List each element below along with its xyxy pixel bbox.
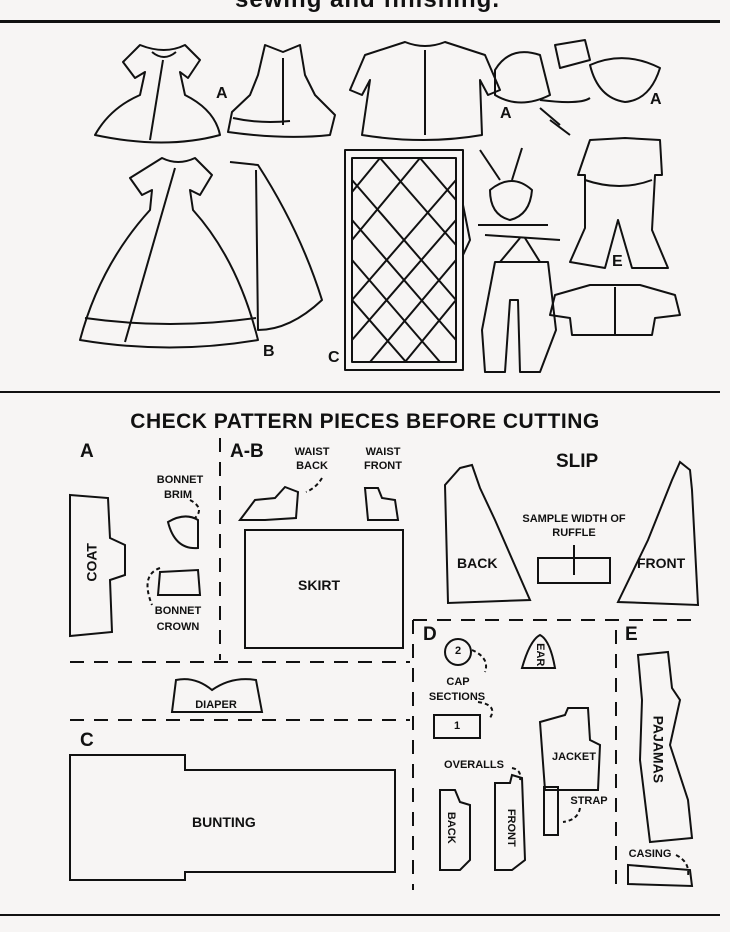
section-d: D xyxy=(423,624,437,645)
garment-illustration: A A A B C E xyxy=(79,39,681,373)
label-coat: COAT xyxy=(83,543,100,582)
section-dividers xyxy=(70,438,700,890)
label-waist-front-2: FRONT xyxy=(364,460,402,472)
header-text: sewing and finishing. xyxy=(235,0,500,14)
label-waist-front-1: WAIST xyxy=(365,446,401,458)
label-cap-1: CAP xyxy=(446,676,470,688)
top-rule xyxy=(0,20,720,23)
slip-top-illustration xyxy=(227,44,336,138)
label-cap-2: SECTIONS xyxy=(428,691,486,703)
label-waist-back-1: WAIST xyxy=(294,446,330,458)
label-ear: EAR xyxy=(533,643,546,667)
label-slip-front: FRONT xyxy=(637,555,686,571)
letter-c: C xyxy=(328,349,340,366)
pieces-title: CHECK PATTERN PIECES BEFORE CUTTING xyxy=(130,410,600,433)
label-pajamas: PAJAMAS xyxy=(650,715,667,784)
coat-illustration xyxy=(349,41,501,141)
letter-e: E xyxy=(612,253,623,270)
middle-rule xyxy=(0,391,720,393)
letter-a-dress: A xyxy=(216,85,228,102)
diaper-piece xyxy=(170,678,264,713)
label-diaper: DIAPER xyxy=(195,699,237,711)
overalls-back-piece xyxy=(439,789,471,871)
label-bunting: BUNTING xyxy=(192,814,256,830)
cap-piece-2 xyxy=(444,638,472,666)
label-bonnet-brim-2: BRIM xyxy=(163,489,193,501)
bonnet-crown-piece xyxy=(156,568,202,596)
label-strap: STRAP xyxy=(570,795,608,807)
bonnet-brim-piece xyxy=(166,515,199,550)
letter-b: B xyxy=(263,343,275,360)
label-bonnet-crown-1: BONNET xyxy=(154,605,202,617)
pajamas-illustration xyxy=(569,137,669,269)
jacket-piece xyxy=(538,707,602,791)
slip-front-piece xyxy=(616,460,700,607)
casing-piece xyxy=(627,863,694,888)
dress-illustration xyxy=(94,44,221,144)
label-overalls-back: BACK xyxy=(444,811,457,844)
label-casing: CASING xyxy=(628,848,672,860)
label-ruffle-2: RUFFLE xyxy=(552,527,596,539)
section-slip: SLIP xyxy=(556,451,599,472)
label-waist-back-2: BACK xyxy=(296,460,328,472)
bunting-illustration xyxy=(344,149,471,371)
label-overalls-front: FRONT xyxy=(504,808,517,847)
bonnet-illustration xyxy=(494,39,661,136)
label-cap-num: 2 xyxy=(454,645,462,657)
label-bonnet-brim-1: BONNET xyxy=(156,474,204,486)
strap-piece xyxy=(543,786,559,836)
cap-illustration xyxy=(478,147,561,241)
label-skirt: SKIRT xyxy=(298,577,340,593)
skirt-piece xyxy=(244,529,404,649)
label-cap-piece: 1 xyxy=(453,720,461,732)
jacket-illustration xyxy=(549,284,681,336)
pajamas-piece xyxy=(636,650,694,844)
label-slip-back: BACK xyxy=(457,555,498,571)
section-c: C xyxy=(80,730,94,751)
letter-a-diaper: A xyxy=(650,91,662,108)
overalls-front-piece xyxy=(494,773,527,871)
cap-piece-1 xyxy=(433,714,481,739)
section-a: A xyxy=(80,441,94,462)
bottom-rule xyxy=(0,914,720,916)
overalls-illustration xyxy=(481,237,557,373)
long-gown-illustration xyxy=(79,157,323,349)
label-jacket: JACKET xyxy=(551,751,596,763)
ear-piece xyxy=(520,633,557,669)
waist-front-piece xyxy=(363,487,400,521)
section-e: E xyxy=(625,624,638,645)
letter-a-bonnet: A xyxy=(500,105,512,122)
coat-piece xyxy=(69,493,126,638)
label-ruffle-1: SAMPLE WIDTH OF xyxy=(522,513,626,525)
slip-back-piece xyxy=(443,463,532,605)
bunting-piece xyxy=(69,754,396,881)
waist-back-piece xyxy=(238,485,300,521)
section-ab: A-B xyxy=(230,441,264,462)
label-bonnet-crown-2: CROWN xyxy=(156,621,200,633)
label-overalls: OVERALLS xyxy=(444,759,504,771)
